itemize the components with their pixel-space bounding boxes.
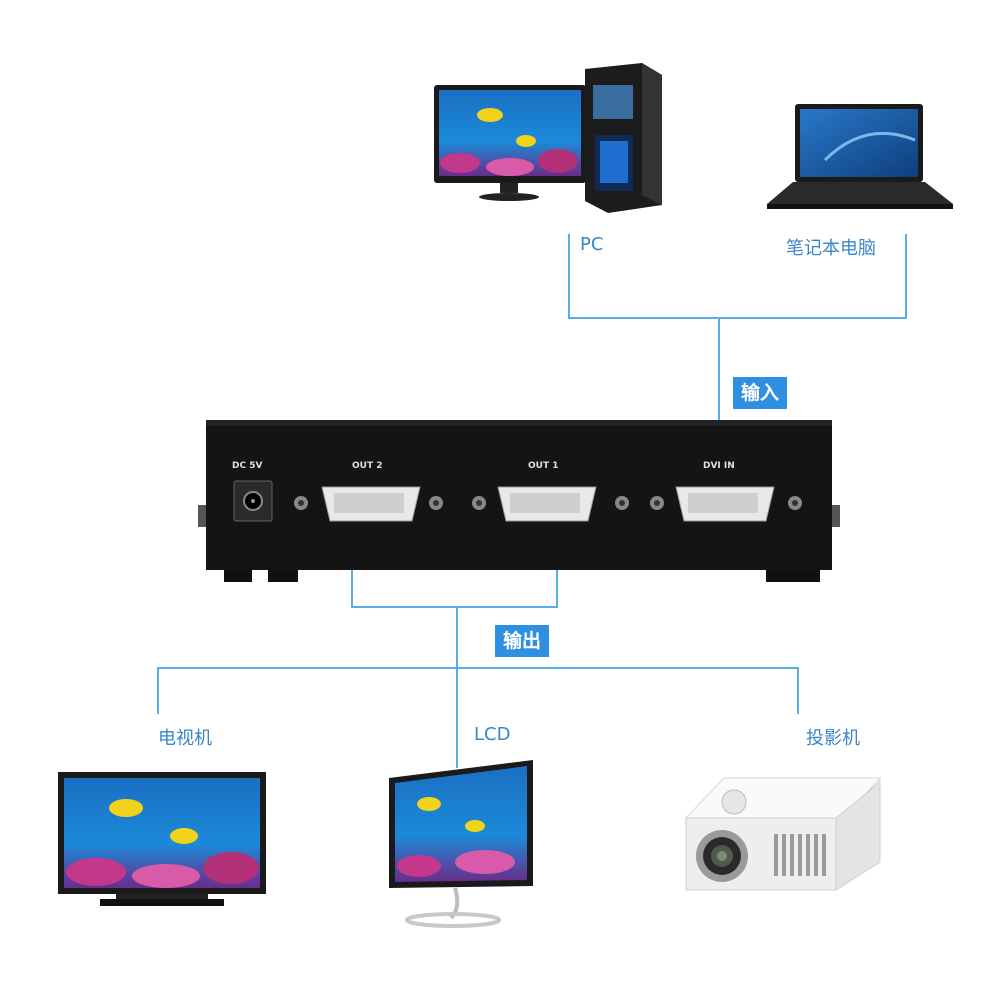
projector-icon [684,777,882,891]
desktop-pc-icon [434,63,662,213]
dvi-in-label: DVI IN [703,461,735,471]
tv-label: 电视机 [158,728,212,749]
tv-icon [58,772,266,906]
input-tag: 输入 [733,377,788,409]
out1-label: OUT 1 [528,461,559,471]
laptop-icon [767,104,953,209]
projector-label: 投影机 [806,728,860,749]
out2-label: OUT 2 [352,461,383,471]
power-label: DC 5V [232,461,262,471]
laptop-label: 笔记本电脑 [786,238,876,259]
lcd-monitor-icon [389,760,533,928]
pc-label: PC [580,234,604,255]
lcd-label: LCD [474,724,511,745]
output-tag: 输出 [495,625,550,657]
dvi-splitter-device: DC 5V OUT 2 OUT 1 DVI IN [198,420,840,582]
